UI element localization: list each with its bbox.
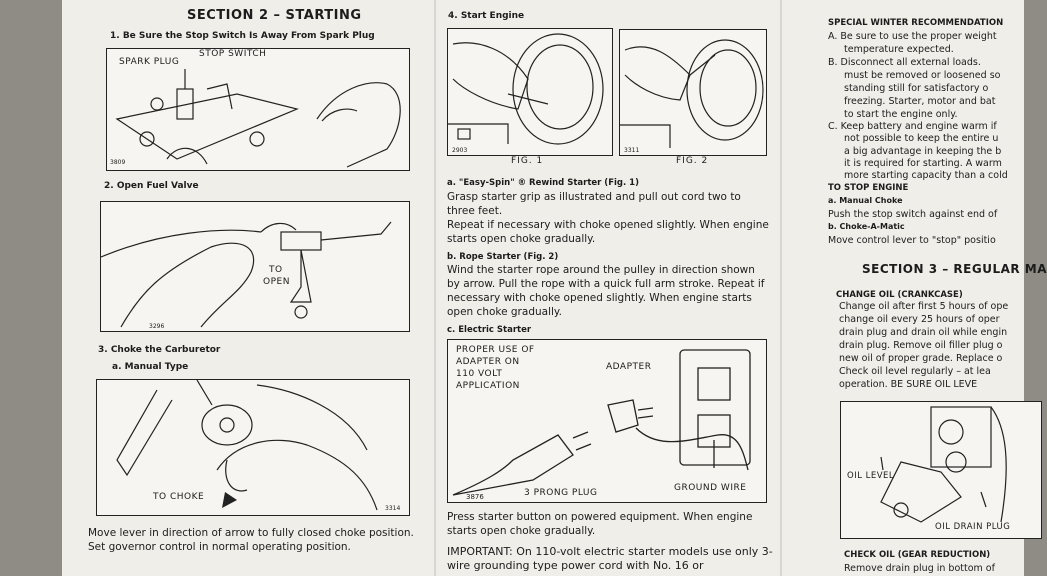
page-fold	[780, 0, 782, 576]
stop-switch-label: STOP SWITCH	[199, 49, 267, 59]
stop-manual-text: Push the stop switch against end of	[828, 209, 998, 220]
ground-wire-label: GROUND WIRE	[674, 483, 747, 493]
important-note: IMPORTANT: On 110-volt electric starter …	[447, 545, 773, 572]
step2-heading: 2. Open Fuel Valve	[104, 181, 199, 191]
winter-title: SPECIAL WINTER RECOMMENDATION	[828, 18, 1004, 28]
change-oil-line: Change oil after first 5 hours of ope	[839, 301, 1009, 312]
figure-rewind-starter: 2903	[447, 28, 613, 156]
manual-choke-illustration	[116, 379, 378, 511]
figure-stop-switch: SPARK PLUG STOP SWITCH 3809	[106, 48, 410, 171]
check-oil-text: Remove drain plug in bottom of	[844, 563, 995, 574]
winter-c-line: it is required for starting. A warm	[844, 158, 1002, 169]
figure-oil-plug: OIL LEVEL OIL DRAIN PLUG	[840, 401, 1042, 539]
change-oil-heading: CHANGE OIL (CRANKCASE)	[836, 290, 963, 300]
change-oil-line: change oil every 25 hours of oper	[839, 314, 1000, 325]
stop-switch-illustration	[115, 69, 401, 168]
electric-starter-heading: c. Electric Starter	[447, 325, 532, 335]
oil-plug-illustration	[880, 406, 1007, 523]
change-oil-line: drain plug and drain oil while engin	[839, 327, 1008, 338]
fuel-valve-illustration	[100, 221, 392, 328]
electric-starter-illustration	[452, 349, 751, 496]
open-label: OPEN	[263, 277, 290, 287]
winter-item-a-cont: temperature expected.	[844, 44, 954, 55]
adapter-on-label: ADAPTER ON	[456, 357, 520, 367]
fig2-caption: FIG. 2	[676, 156, 709, 166]
winter-b-line: must be removed or loosened so	[844, 70, 1001, 81]
to-choke-label: TO CHOKE	[153, 492, 205, 502]
three-prong-label: 3 PRONG PLUG	[524, 488, 598, 498]
oil-level-label: OIL LEVEL	[847, 471, 895, 481]
change-oil-line: Check oil level regularly – at lea	[839, 366, 991, 377]
stop-chokeamatic-text: Move control lever to "stop" positio	[828, 235, 996, 246]
figure-manual-choke: TO CHOKE 3314	[96, 379, 410, 516]
page-fold	[434, 0, 436, 576]
figure-fuel-valve: TO OPEN 3296	[100, 201, 410, 332]
manual-choke-text: Move lever in direction of arrow to full…	[88, 527, 414, 553]
change-oil-line: new oil of proper grade. Replace o	[839, 353, 1003, 364]
figure-rope-starter: 3311	[619, 29, 767, 156]
rewind-starter-text-2: Repeat if necessary with choke opened sl…	[447, 219, 769, 245]
figure-number: 2903	[452, 147, 468, 154]
rewind-starter-illustration	[448, 33, 604, 145]
winter-b-line: freezing. Starter, motor and bat	[844, 96, 996, 107]
application-label: APPLICATION	[456, 381, 520, 391]
winter-item-a: A. Be sure to use the proper weight	[828, 31, 997, 42]
rope-starter-heading: b. Rope Starter (Fig. 2)	[447, 252, 559, 262]
stop-chokeamatic-heading: b. Choke-A-Matic	[828, 222, 905, 231]
proper-use-label: PROPER USE OF	[456, 345, 535, 355]
winter-item-b: B. Disconnect all external loads.	[828, 57, 981, 68]
fig1-caption: FIG. 1	[511, 156, 544, 166]
winter-b-line: to start the engine only.	[844, 109, 958, 120]
to-label: TO	[269, 265, 283, 275]
figure-number: 3809	[110, 159, 126, 166]
winter-b-line: standing still for satisfactory o	[844, 83, 989, 94]
rewind-starter-text-1: Grasp starter grip as illustrated and pu…	[447, 191, 741, 217]
section3-title: SECTION 3 – REGULAR MA	[862, 262, 1047, 276]
stop-engine-title: TO STOP ENGINE	[828, 183, 909, 193]
rope-starter-illustration	[620, 39, 764, 148]
rewind-starter-heading: a. "Easy-Spin" ® Rewind Starter (Fig. 1)	[447, 178, 639, 188]
oil-drain-plug-label: OIL DRAIN PLUG	[935, 522, 1011, 532]
winter-c-line: a big advantage in keeping the b	[844, 146, 1002, 157]
change-oil-line: operation. BE SURE OIL LEVE	[839, 379, 978, 390]
figure-number: 3311	[624, 147, 640, 154]
spark-plug-label: SPARK PLUG	[119, 57, 180, 67]
rope-starter-text: Wind the starter rope around the pulley …	[447, 264, 765, 318]
change-oil-line: drain plug. Remove oil filler plug o	[839, 340, 1003, 351]
check-oil-heading: CHECK OIL (GEAR REDUCTION)	[844, 550, 991, 560]
electric-starter-text: Press starter button on powered equipmen…	[447, 511, 753, 537]
step3a-heading: a. Manual Type	[112, 362, 189, 372]
winter-item-c: C. Keep battery and engine warm if	[828, 121, 997, 132]
step4-heading: 4. Start Engine	[448, 11, 525, 21]
figure-number: 3314	[385, 505, 401, 512]
right-column: SPECIAL WINTER RECOMMENDATION A. Be sure…	[828, 0, 1047, 576]
step1-heading: 1. Be Sure the Stop Switch Is Away From …	[110, 31, 375, 41]
section2-title: SECTION 2 – STARTING	[187, 8, 362, 23]
adapter-label: ADAPTER	[606, 362, 652, 372]
stop-manual-heading: a. Manual Choke	[828, 196, 903, 205]
winter-c-line: not possible to keep the entire u	[844, 133, 999, 144]
step3-heading: 3. Choke the Carburetor	[98, 345, 221, 355]
winter-c-line: more starting capacity than a cold	[844, 170, 1008, 181]
figure-number: 3296	[149, 323, 165, 330]
volt-label: 110 VOLT	[456, 369, 503, 379]
figure-number: 3876	[466, 493, 484, 501]
figure-electric-starter: PROPER USE OF ADAPTER ON 110 VOLT APPLIC…	[447, 339, 767, 503]
